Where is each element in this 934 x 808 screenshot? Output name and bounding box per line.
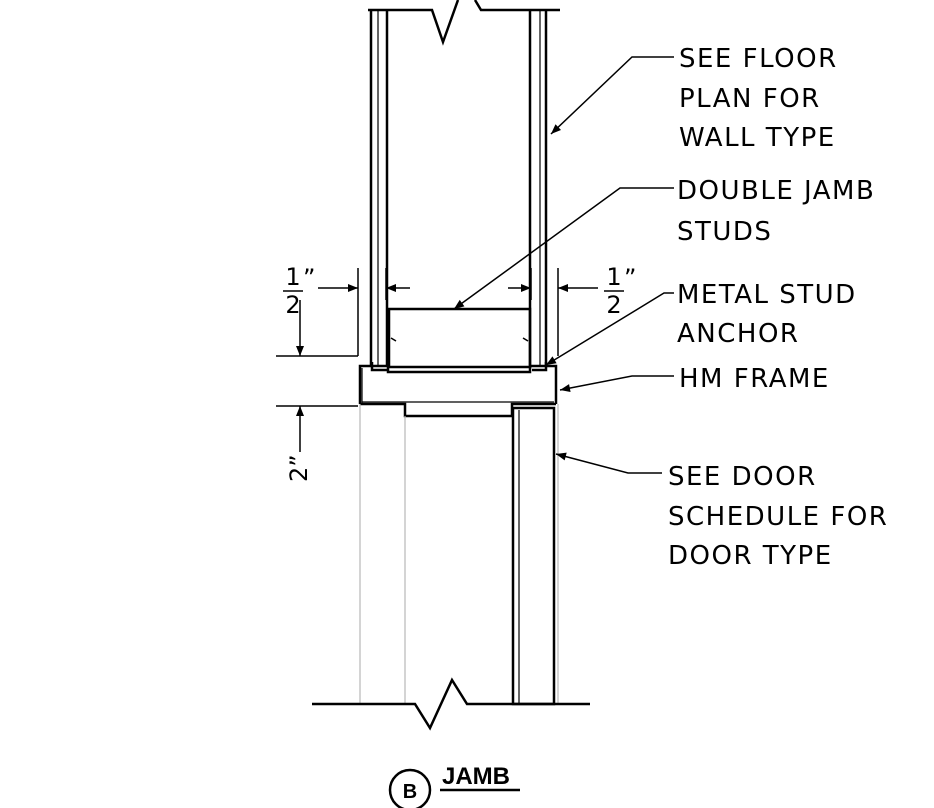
top-break-line bbox=[368, 0, 560, 46]
hm-frame-leader bbox=[559, 375, 674, 393]
jamb-studs-callout: DOUBLE JAMB STUDS bbox=[677, 176, 875, 247]
callout-line: STUDS bbox=[677, 217, 772, 247]
left-offset-unit: ” bbox=[303, 264, 315, 292]
jamb-studs-leader bbox=[453, 187, 674, 310]
frame-depth-label: 2” bbox=[285, 454, 313, 482]
wall-type-leader bbox=[550, 56, 674, 135]
detail-title-block: B JAMB bbox=[388, 763, 520, 808]
right-wall-face bbox=[528, 10, 548, 365]
leader-lines bbox=[453, 56, 674, 474]
left-wall-face bbox=[369, 10, 389, 365]
stud-anchor-marks bbox=[390, 337, 529, 342]
door-leaf bbox=[511, 406, 556, 706]
detail-mark-circle bbox=[388, 768, 432, 808]
hm-frame bbox=[358, 364, 558, 418]
right-offset-label: 1 2 ” bbox=[604, 263, 636, 319]
detail-mark: B bbox=[403, 781, 417, 803]
callout-line: ANCHOR bbox=[677, 319, 799, 349]
callout-line: HM FRAME bbox=[679, 364, 830, 394]
callout-line: SCHEDULE FOR bbox=[668, 502, 888, 532]
bottom-break-line bbox=[312, 677, 590, 731]
right-offset-unit: ” bbox=[624, 264, 636, 292]
door-type-callout: SEE DOOR SCHEDULE FOR DOOR TYPE bbox=[668, 462, 888, 571]
left-offset-label: 1 2 ” bbox=[283, 263, 315, 319]
double-jamb-studs bbox=[387, 307, 532, 369]
callout-line: SEE DOOR bbox=[668, 462, 817, 492]
stud-anchor-callout: METAL STUD ANCHOR bbox=[677, 280, 857, 349]
callout-line: SEE FLOOR bbox=[679, 44, 838, 74]
right-offset-numerator: 1 bbox=[606, 263, 621, 291]
callout-line: METAL STUD bbox=[677, 280, 857, 310]
callout-line: DOUBLE JAMB bbox=[677, 176, 875, 206]
frame-projection-lines bbox=[359, 404, 559, 704]
hm-frame-callout: HM FRAME bbox=[679, 364, 830, 394]
door-type-leader bbox=[555, 452, 662, 474]
callout-line: PLAN FOR bbox=[679, 84, 821, 114]
detail-title: JAMB bbox=[442, 763, 510, 790]
wall-type-callout: SEE FLOOR PLAN FOR WALL TYPE bbox=[679, 44, 838, 153]
left-offset-denominator: 2 bbox=[285, 291, 300, 319]
left-offset-numerator: 1 bbox=[285, 263, 300, 291]
callout-line: WALL TYPE bbox=[679, 123, 836, 153]
left-offset-dimension bbox=[318, 268, 410, 356]
stud-anchor-leader bbox=[545, 292, 674, 366]
frame-depth-dimension bbox=[276, 300, 358, 452]
right-offset-denominator: 2 bbox=[606, 291, 621, 319]
callout-line: DOOR TYPE bbox=[668, 541, 833, 571]
right-offset-dimension bbox=[508, 268, 598, 356]
